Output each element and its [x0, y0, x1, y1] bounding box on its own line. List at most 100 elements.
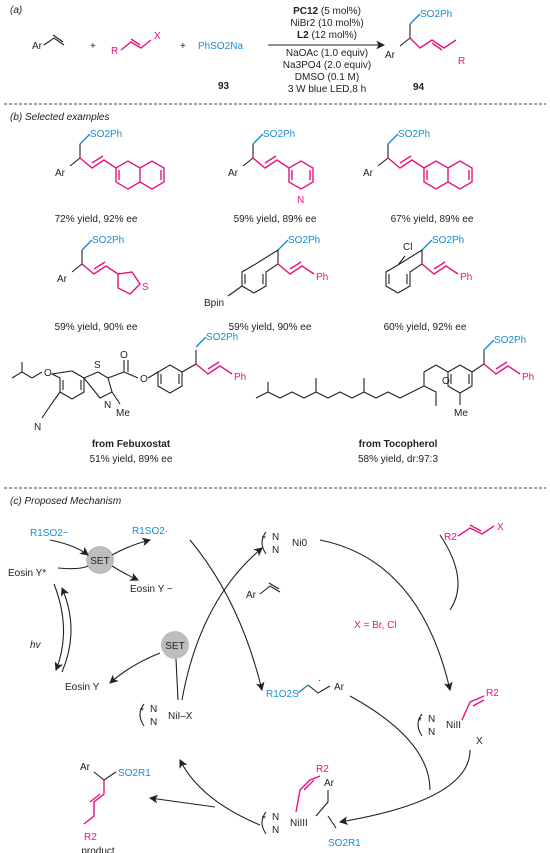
svg-text:N: N: [272, 545, 279, 556]
example-2-yield: 59% yield, 89% ee: [234, 214, 317, 225]
svg-text:Bpin: Bpin: [204, 298, 224, 309]
svg-text:N: N: [297, 195, 304, 206]
svg-text:Ar: Ar: [80, 762, 91, 773]
svg-text:L2 (12 mol%): L2 (12 mol%): [297, 30, 357, 41]
ni3-complex: N N * NiIII R2 Ar SO2R1: [261, 764, 361, 849]
svg-text:Cl: Cl: [403, 242, 412, 253]
example-2-structure: SO2Ph Ar N: [228, 129, 314, 206]
svg-text:O: O: [442, 376, 450, 387]
tocopherol-yield: 58% yield, dr:97:3: [358, 454, 438, 465]
set-label-1: SET: [90, 556, 109, 567]
section-c-label: (c) Proposed Mechanism: [10, 496, 121, 507]
set-badge-1: [86, 546, 114, 574]
ni1-complex: N N * NiI–X: [139, 703, 193, 728]
example-4-yield: 59% yield, 90% ee: [55, 322, 138, 333]
svg-text:O: O: [140, 374, 148, 385]
eosin-anion: Eosin Y −: [130, 584, 173, 595]
ni2-complex: N N * NiII R2 X: [417, 688, 499, 747]
svg-text:N: N: [150, 704, 157, 715]
section-b-label: (b) Selected examples: [10, 112, 110, 123]
svg-text:N: N: [34, 422, 41, 433]
svg-text:Ar: Ar: [55, 168, 66, 179]
svg-text:SO2Ph: SO2Ph: [288, 235, 320, 246]
svg-text:N: N: [272, 825, 279, 836]
svg-text:R2: R2: [316, 764, 329, 775]
svg-text:94: 94: [413, 82, 425, 93]
svg-text:N: N: [104, 400, 111, 411]
febuxostat-yield: 51% yield, 89% ee: [90, 454, 173, 465]
arrow-oxidative-addition: [319, 539, 453, 692]
svg-text:S: S: [142, 282, 149, 293]
febuxostat-name: from Febuxostat: [92, 439, 171, 450]
svg-text:SO2Ph: SO2Ph: [263, 129, 295, 140]
set-label-2: SET: [165, 641, 184, 652]
svg-text:SO2Ph: SO2Ph: [420, 9, 452, 20]
svg-text:DMSO (0.1 M): DMSO (0.1 M): [295, 72, 359, 83]
svg-text:SO2Ph: SO2Ph: [206, 332, 238, 343]
svg-text:N: N: [272, 812, 279, 823]
tocopherol-derivative-structure: O Me SO2Ph Ph: [255, 335, 534, 419]
svg-text:NiBr2 (10 mol%): NiBr2 (10 mol%): [290, 18, 363, 29]
svg-text:SO2R1: SO2R1: [118, 768, 151, 779]
compound-93: 93: [218, 81, 230, 92]
svg-text:Ar: Ar: [385, 50, 396, 61]
svg-text:NiI–X: NiI–X: [168, 711, 193, 722]
svg-text:NaOAc (1.0 equiv): NaOAc (1.0 equiv): [286, 48, 368, 59]
svg-text:NiIII: NiIII: [290, 818, 308, 829]
ni0-complex: N N * Ni0: [261, 531, 307, 556]
svg-text:R1O2S: R1O2S: [266, 689, 299, 700]
plus-1: +: [90, 41, 96, 52]
product-label: product: [81, 846, 115, 853]
example-1-yield: 72% yield, 92% ee: [55, 214, 138, 225]
vinyl-halide-mech: R2 X: [444, 522, 504, 543]
reaction-conditions: PC12 (5 mol%) NiBr2 (10 mol%) L2 (12 mol…: [283, 6, 371, 95]
svg-text:SO2Ph: SO2Ph: [494, 335, 526, 346]
example-3-structure: SO2Ph Ar: [363, 129, 473, 190]
svg-text:Ar: Ar: [334, 682, 345, 693]
eosin-ground: Eosin Y: [65, 682, 100, 693]
svg-text:X: X: [154, 31, 161, 42]
svg-text:3 W blue LED,8 h: 3 W blue LED,8 h: [288, 84, 366, 95]
svg-text:R: R: [111, 46, 118, 57]
example-6-structure: Cl SO2Ph Ph: [385, 235, 472, 294]
example-1-structure: SO2Ph Ar: [55, 129, 165, 190]
svg-text:N: N: [272, 532, 279, 543]
svg-text:Ph: Ph: [460, 272, 472, 283]
example-5-yield: 59% yield, 90% ee: [229, 322, 312, 333]
svg-text:Ar: Ar: [32, 41, 43, 52]
example-5-structure: SO2Ph Bpin Ph: [204, 235, 328, 309]
svg-text:X: X: [497, 522, 504, 533]
svg-text:Ph: Ph: [316, 272, 328, 283]
set-badge-2: [161, 631, 189, 659]
plus-2: +: [180, 41, 186, 52]
svg-text:SO2Ph: SO2Ph: [432, 235, 464, 246]
svg-text:N: N: [428, 727, 435, 738]
sulfinate-salt: PhSO2Na: [198, 41, 243, 52]
svg-text:R2: R2: [444, 532, 457, 543]
svg-text:*: *: [262, 814, 266, 825]
svg-text:O: O: [120, 350, 128, 361]
svg-text:SO2R1: SO2R1: [328, 838, 361, 849]
section-a-label: (a): [10, 5, 22, 16]
svg-text:S: S: [94, 360, 101, 371]
svg-text:R2: R2: [486, 688, 499, 699]
svg-text:Ar: Ar: [228, 168, 239, 179]
example-4-structure: SO2Ph Ar S: [57, 235, 149, 295]
svg-text:Ar: Ar: [324, 778, 335, 789]
svg-text:·: ·: [318, 675, 321, 686]
svg-text:Ar: Ar: [57, 274, 68, 285]
svg-text:*: *: [140, 706, 144, 717]
tocopherol-name: from Tocopherol: [359, 439, 438, 450]
svg-text:Me: Me: [116, 408, 130, 419]
svg-text:*: *: [418, 716, 422, 727]
svg-text:Ph: Ph: [234, 372, 246, 383]
svg-text:Me: Me: [454, 408, 468, 419]
svg-text:*: *: [262, 534, 266, 545]
svg-text:N: N: [150, 717, 157, 728]
hv-label: hv: [30, 640, 42, 651]
svg-text:R2: R2: [84, 832, 97, 843]
svg-text:N: N: [428, 714, 435, 725]
styrene-reactant: Ar: [32, 34, 65, 52]
svg-text:R: R: [458, 56, 465, 67]
example-6-yield: 60% yield, 92% ee: [384, 322, 467, 333]
